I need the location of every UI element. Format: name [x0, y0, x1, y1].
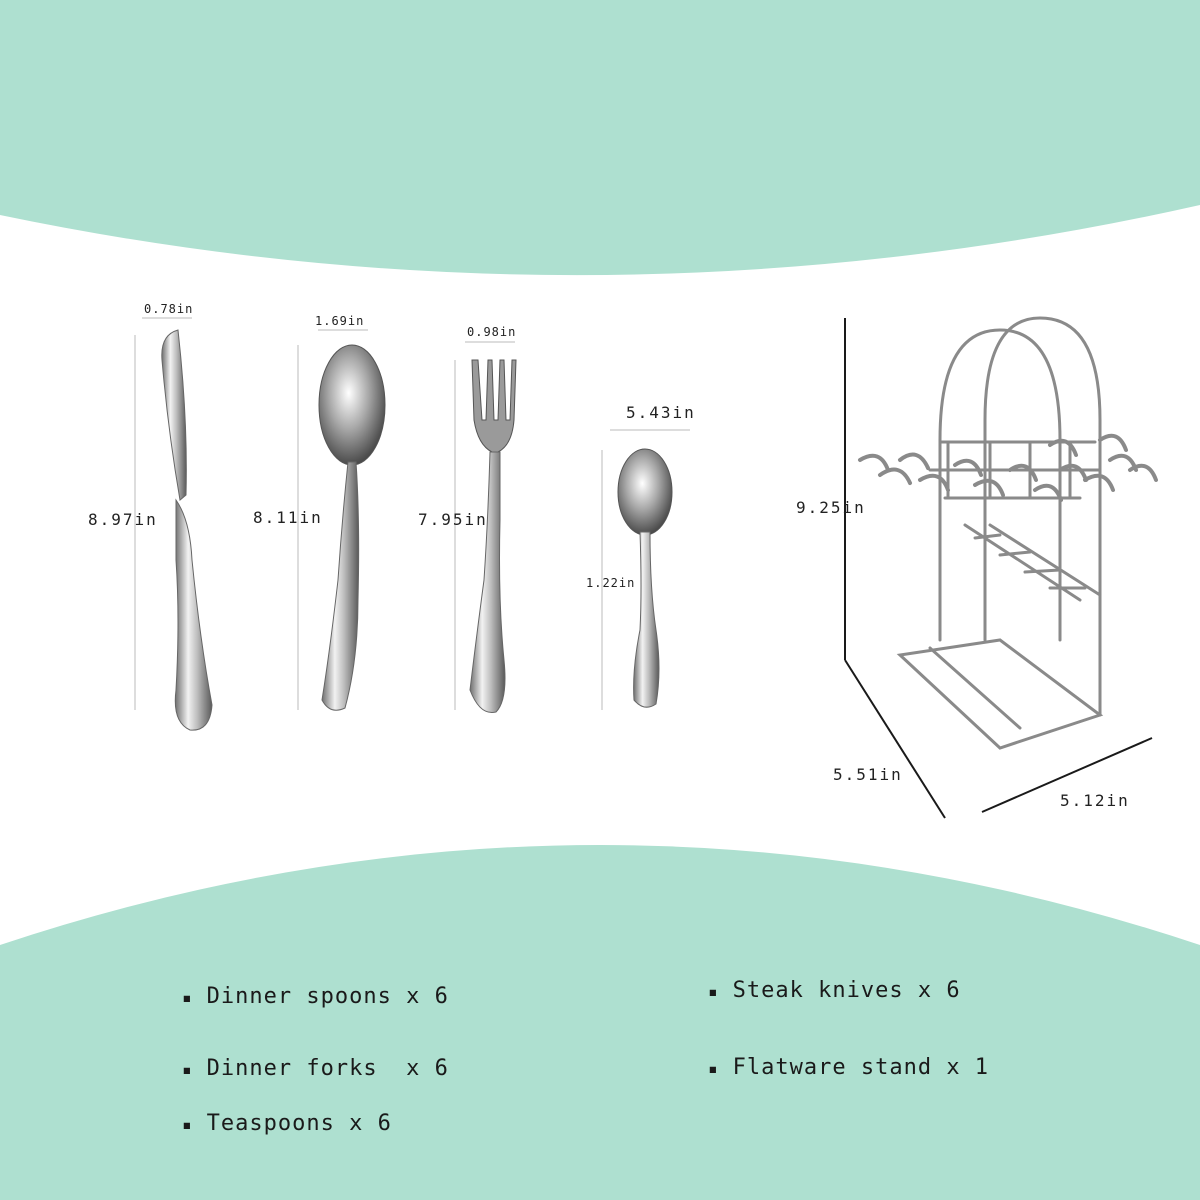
stand-width-label: 5.12in [1060, 791, 1130, 810]
dinner-knife [161, 329, 213, 731]
dimension-lines [134, 317, 690, 710]
bullet-icon: ▪ [708, 1059, 719, 1078]
list-item-teaspoons: ▪Teaspoons x 6 [182, 1111, 392, 1136]
stand-depth-label: 5.51in [833, 765, 903, 784]
dinner-spoon [318, 344, 386, 711]
list-item-dinner-forks: ▪Dinner forks x 6 [182, 1056, 449, 1081]
bullet-icon: ▪ [182, 1115, 193, 1134]
stand-hooks [858, 433, 1158, 502]
knife-length-label: 8.97in [88, 510, 158, 529]
spoon-width-label: 1.69in [315, 314, 365, 328]
bottom-mint-band [0, 845, 1200, 1200]
teaspoon [617, 448, 673, 708]
knife-width-label: 0.78in [144, 302, 194, 316]
bullet-icon: ▪ [182, 1060, 193, 1079]
fork-width-label: 0.98in [467, 325, 517, 339]
list-item-dinner-spoons: ▪Dinner spoons x 6 [182, 984, 449, 1009]
teaspoon-width-label: 1.22in [586, 576, 636, 590]
stand-dimension-lines [844, 318, 1153, 819]
bullet-icon: ▪ [708, 982, 719, 1001]
dinner-fork [469, 359, 517, 714]
bullet-icon: ▪ [182, 988, 193, 1007]
list-item-steak-knives: ▪Steak knives x 6 [708, 978, 961, 1003]
spoon-length-label: 8.11in [253, 508, 323, 527]
teaspoon-length-label: 5.43in [626, 403, 696, 422]
fork-length-label: 7.95in [418, 510, 488, 529]
top-mint-band [0, 0, 1200, 276]
flatware-stand [896, 316, 1104, 750]
list-item-flatware-stand: ▪Flatware stand x 1 [708, 1055, 990, 1080]
stand-height-label: 9.25in [796, 498, 866, 517]
